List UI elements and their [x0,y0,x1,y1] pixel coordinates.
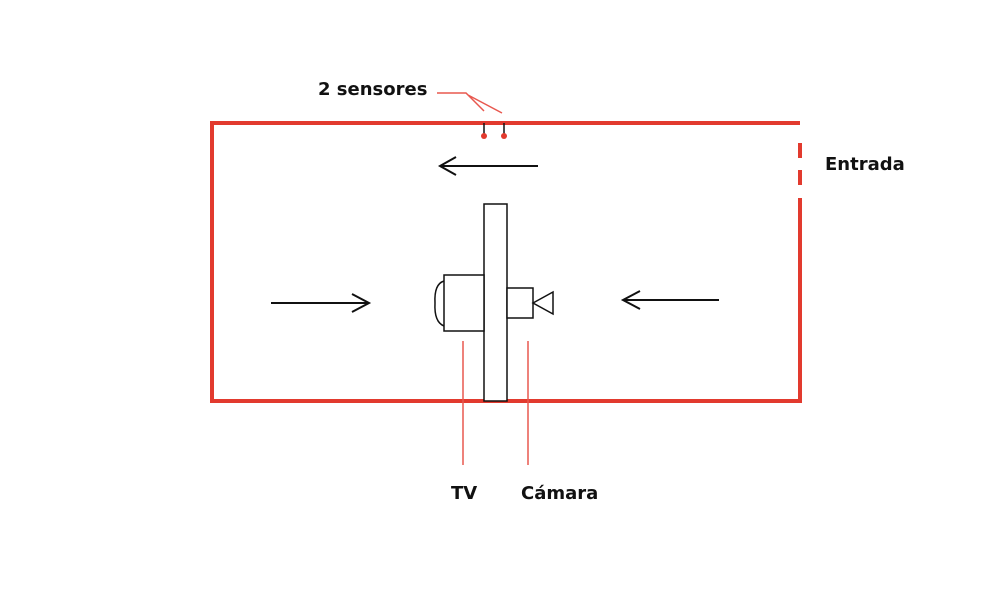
camera-label: Cámara [521,483,598,504]
sensor-icon [501,123,507,139]
tv-label: TV [451,483,477,504]
entrance-label: Entrada [825,154,905,175]
central-wall [483,203,508,402]
arrow-left-icon [620,290,719,310]
sensors-leader-line [437,92,503,114]
camera-icon [506,287,554,319]
room-wall [210,121,802,403]
sensors [437,92,507,139]
sensors-label: 2 sensores [318,79,427,100]
sensor-icon [481,123,487,139]
room-outline [210,121,802,403]
arrow-left-icon [437,156,538,176]
tv-icon [434,274,485,332]
arrow-right-icon [271,293,372,313]
